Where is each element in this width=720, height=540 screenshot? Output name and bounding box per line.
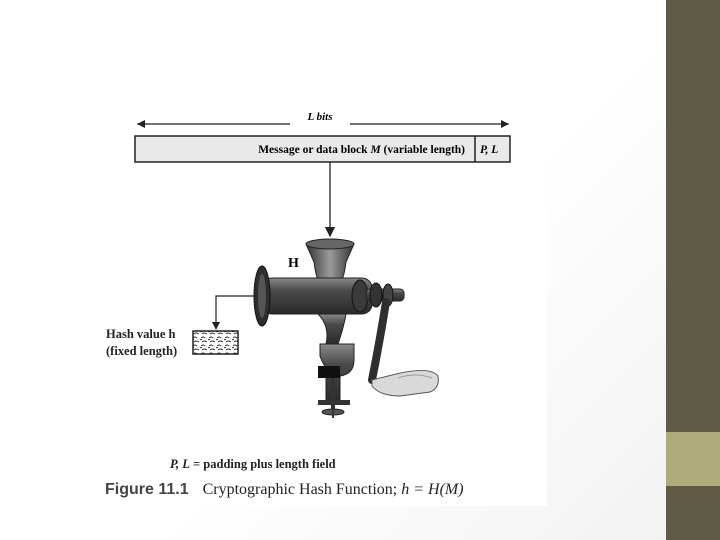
output-arrow [212, 295, 258, 330]
slide-side-accent [666, 432, 720, 486]
pad-length-label: P, L [480, 144, 498, 156]
function-label: H [288, 256, 299, 271]
caption-text: Cryptographic Hash Function; [202, 481, 402, 498]
length-label: L bits [307, 111, 333, 123]
padding-note-var: P, L [170, 457, 190, 471]
message-label: Message or data block M (variable length… [258, 144, 465, 156]
length-label-bg [290, 112, 350, 126]
hash-value-label: Hash value h (fixed length) [106, 326, 177, 360]
padding-note-text: = padding plus length field [189, 457, 336, 471]
meat-grinder-icon [253, 238, 439, 418]
message-block [134, 135, 511, 163]
padding-note: P, L = padding plus length field [170, 457, 336, 472]
hash-value-title: Hash value h [106, 327, 176, 341]
figure-number: Figure 11.1 [105, 481, 189, 498]
caption-formula: h = H(M) [401, 481, 464, 498]
hash-value-box [192, 330, 239, 355]
hash-value-subtitle: (fixed length) [106, 344, 178, 358]
